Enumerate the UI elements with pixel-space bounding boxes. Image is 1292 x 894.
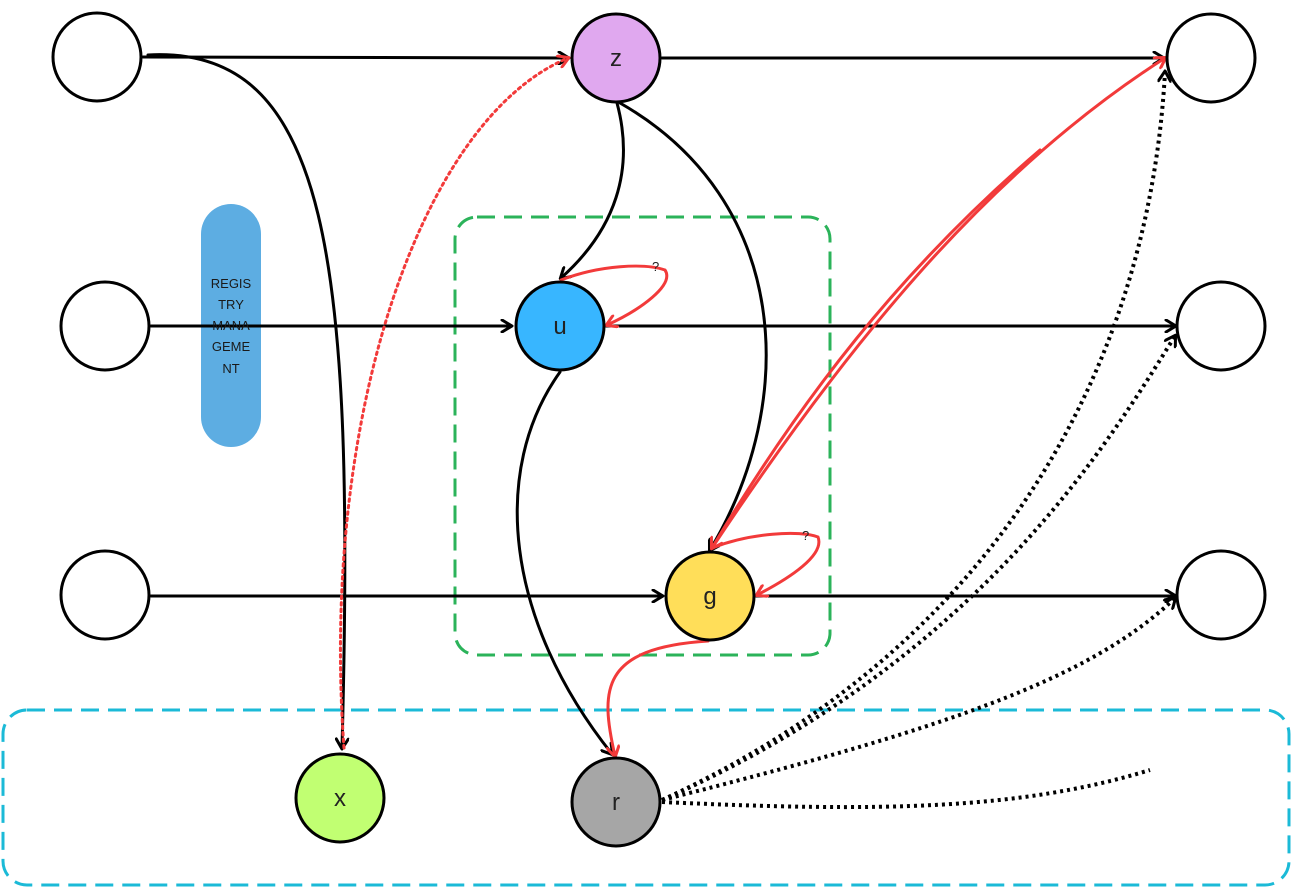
node-u-label: u (553, 313, 566, 340)
self-loop-label-g: ? (802, 528, 809, 543)
red-edge-g-to-top-right (710, 58, 1165, 550)
node-u[interactable] (514, 280, 606, 372)
registry-pill-line-2: TRY (218, 297, 244, 312)
node-z-label: z (610, 45, 622, 72)
edge-z-to-g (618, 101, 768, 550)
node-top-right[interactable] (1165, 12, 1257, 104)
node-g[interactable] (664, 550, 756, 642)
node-g-label: g (703, 583, 716, 610)
cyan-group-box (1, 708, 1291, 887)
node-top-left[interactable] (51, 11, 143, 103)
node-x-label: x (334, 785, 346, 812)
registry-pill-line-4: GEME (212, 339, 251, 354)
dotted-edge-r-to-top-right (661, 72, 1165, 802)
node-mid-right[interactable] (1175, 280, 1267, 372)
edge-z-to-u (561, 101, 625, 278)
edge-top-left-to-z (141, 57, 568, 58)
red-edge-top-right-to-g (712, 148, 1042, 548)
registry-pill-line-3: MANA (212, 318, 250, 333)
green-group-box (453, 215, 832, 657)
dotted-edge-r-to-low-right (661, 598, 1175, 802)
node-x[interactable] (294, 752, 386, 844)
registry-pill-line-1: REGIS (211, 276, 252, 291)
red-self-loop-u (559, 264, 669, 325)
node-z[interactable] (570, 12, 662, 104)
edge-u-to-r (515, 370, 612, 754)
node-r[interactable] (570, 756, 662, 848)
self-loop-label-u: ? (652, 259, 659, 274)
red-dotted-edge-x-to-z (338, 58, 568, 750)
node-r-label: r (612, 789, 620, 816)
node-mid-left[interactable] (59, 280, 151, 372)
node-low-left[interactable] (59, 549, 151, 641)
registry-pill-line-5: NT (222, 361, 239, 376)
red-self-loop-g (710, 531, 821, 595)
dotted-edge-r-to-bottom (661, 768, 1151, 810)
red-edge-g-to-r (608, 639, 710, 756)
node-low-right[interactable] (1175, 549, 1267, 641)
